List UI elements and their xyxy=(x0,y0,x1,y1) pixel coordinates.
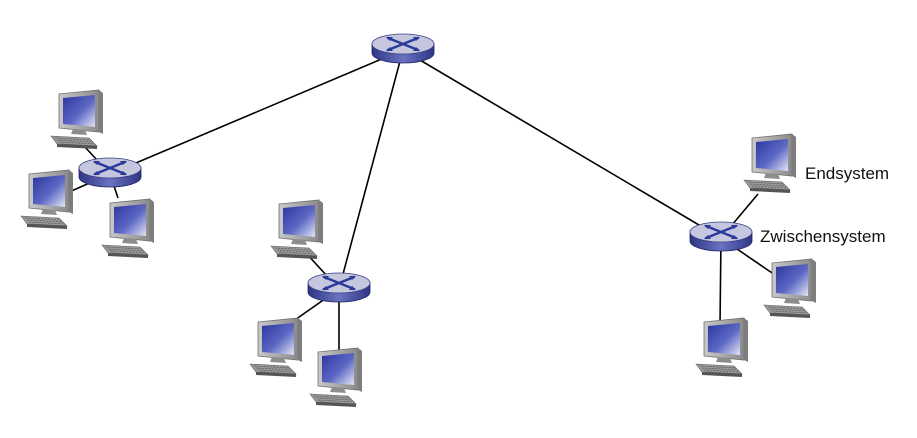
computer-icon xyxy=(50,89,103,149)
link-right-right-3 xyxy=(719,237,722,326)
router-icon xyxy=(78,157,142,188)
computer-icon xyxy=(270,199,323,259)
computer-icon xyxy=(763,258,816,318)
link-core-right xyxy=(402,49,722,239)
router-icon xyxy=(689,221,753,252)
router-icon xyxy=(371,33,435,64)
computer-icon xyxy=(743,133,796,193)
link-core-left xyxy=(109,49,404,175)
computer-icon xyxy=(309,347,362,407)
computer-icon xyxy=(695,317,748,377)
computer-icon xyxy=(20,169,73,229)
link-core-center xyxy=(338,49,404,290)
router-icon xyxy=(307,272,371,303)
end-system-label: Endsystem xyxy=(805,164,890,183)
intermediate-system-label: Zwischensystem xyxy=(760,227,886,246)
computer-icon xyxy=(101,198,154,258)
computer-icon xyxy=(249,317,302,377)
